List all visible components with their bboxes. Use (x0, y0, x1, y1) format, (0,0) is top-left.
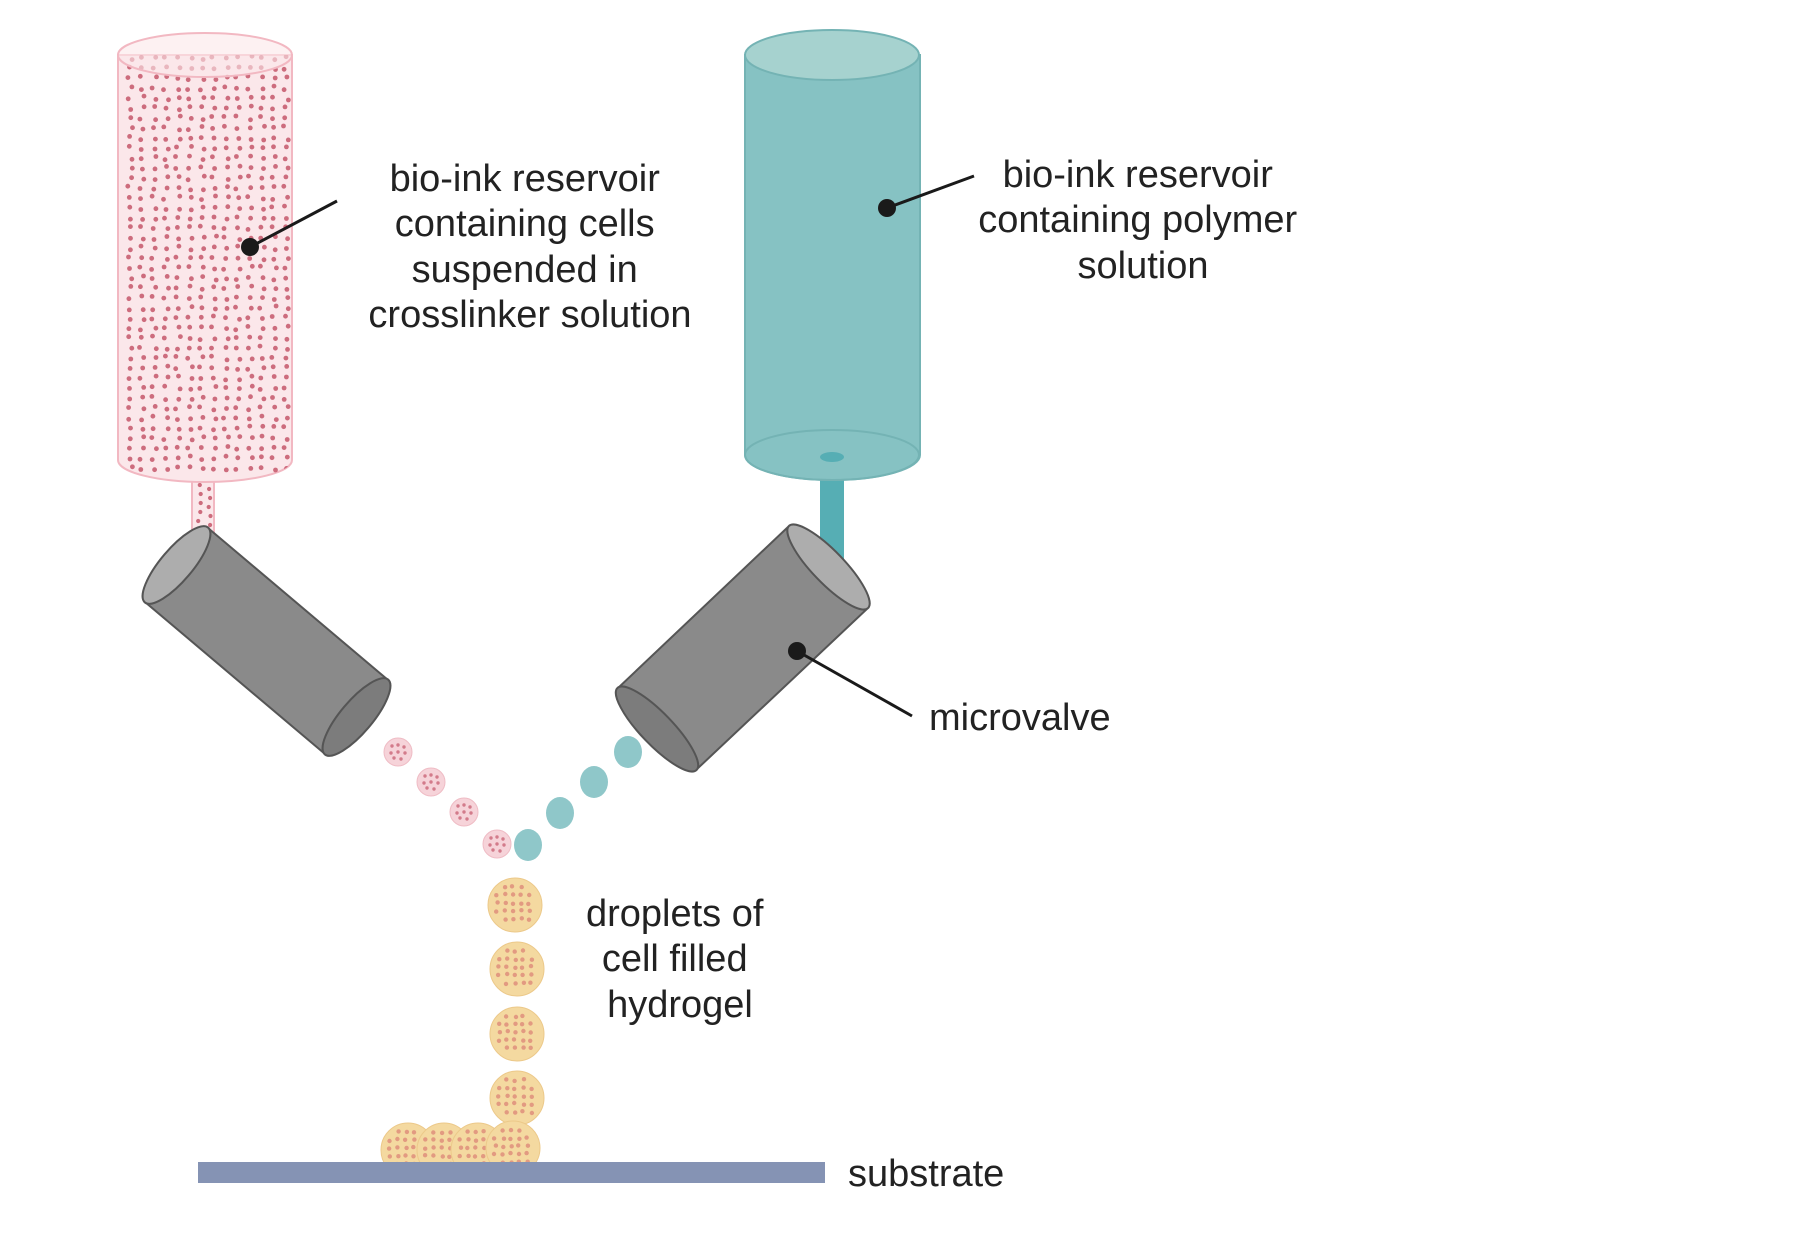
polymer-reservoir (744, 29, 921, 570)
hydrogel-droplet (489, 941, 545, 997)
polymer-reservoir-top (744, 29, 920, 81)
leader-lines (241, 174, 975, 718)
cell-reservoir-leader-dot (241, 238, 259, 256)
substrate-label: substrate (848, 1153, 1004, 1195)
microvalve-leader-dot (788, 642, 806, 660)
hydrogel-droplet (489, 1006, 545, 1062)
polymer-droplet (514, 829, 542, 861)
polymer-droplet (614, 736, 642, 768)
cell-droplet (482, 829, 512, 859)
droplets-label: droplets of cell filled hydrogel (586, 893, 774, 1026)
hydrogel-droplets (487, 877, 545, 1126)
hydrogel-droplet (487, 877, 543, 933)
polymer-droplets (514, 736, 642, 861)
polymer-reservoir-leader-dot (878, 199, 896, 217)
cell-droplets (383, 737, 512, 859)
right-microvalve-back-cap (786, 523, 871, 611)
polymer-reservoir-label: bio-ink reservoir containing polymer sol… (978, 154, 1308, 287)
cell-droplet (416, 767, 446, 797)
substrate-plate (198, 1162, 825, 1183)
cell-reservoir-leader (249, 199, 338, 249)
left-microvalve-nozzle (321, 677, 392, 757)
right-microvalve (614, 523, 871, 773)
polymer-reservoir-bottom (744, 429, 920, 481)
cell-reservoir-label: bio-ink reservoir containing cells suspe… (368, 158, 691, 336)
cell-reservoir-top (117, 32, 293, 78)
right-microvalve-nozzle (614, 685, 700, 773)
microvalve-label: microvalve (929, 697, 1111, 739)
polymer-tube-cap (820, 452, 844, 462)
polymer-reservoir-leader (886, 174, 975, 210)
polymer-droplet (546, 797, 574, 829)
cell-reservoir (117, 32, 293, 551)
hydrogel-droplet (489, 1070, 545, 1126)
cell-droplet (449, 797, 479, 827)
left-microvalve (141, 525, 392, 757)
left-microvalve-back-cap (141, 525, 212, 605)
polymer-reservoir-body (744, 54, 921, 481)
polymer-droplet (580, 766, 608, 798)
microvalve-leader (796, 649, 913, 718)
cell-droplet (383, 737, 413, 767)
